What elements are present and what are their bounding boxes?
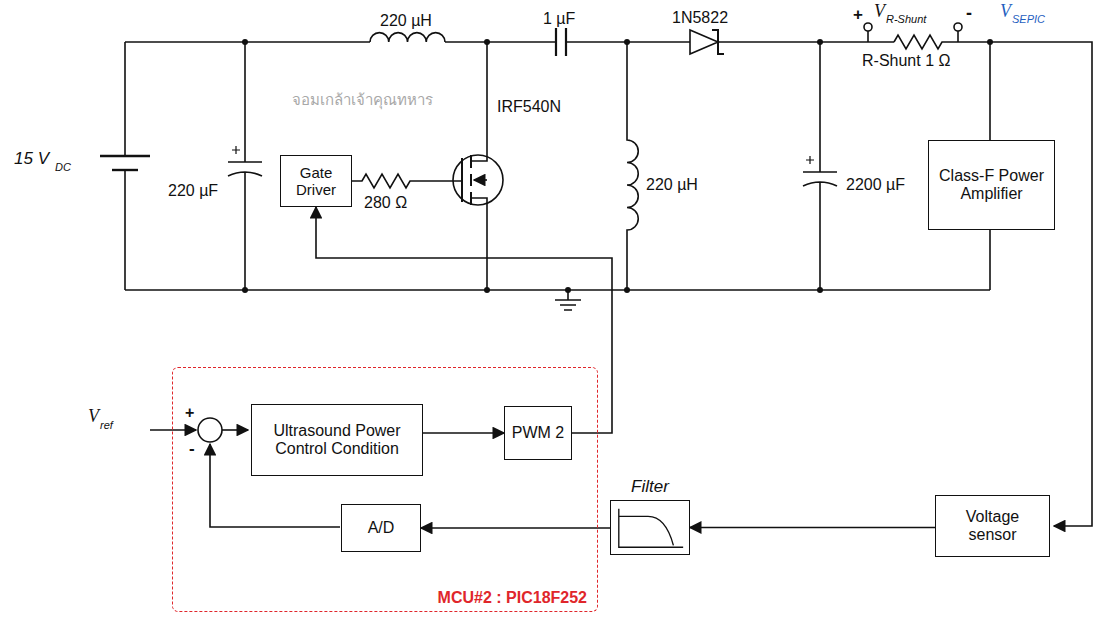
control-box: Ultrasound Power Control Condition: [251, 404, 423, 476]
mosfet-part: IRF540N: [497, 98, 561, 116]
capacitor-value: 220 µF: [168, 182, 218, 200]
polarity-sign: +: [853, 6, 863, 25]
amplifier-box: Class-F Power Amplifier: [928, 140, 1055, 230]
watermark: จอมเกล้าเจ้าคุณทหาร: [292, 92, 433, 109]
mcu-region: MCU#2 : PIC18F252 Ultrasound Power Contro…: [172, 367, 598, 612]
inductor-symbol: [627, 42, 638, 290]
node-text: Voltage sensor: [941, 508, 1044, 545]
node-text: Filter: [611, 477, 689, 497]
voltage-symbol: V: [1000, 2, 1011, 22]
signal-arrow: [423, 432, 504, 434]
voltage-symbol: V: [874, 2, 885, 22]
diode-part: 1N5822: [672, 9, 728, 27]
sum-sign: -: [189, 440, 195, 459]
capacitor-symbol: [228, 42, 262, 290]
node-text: Ultrasound Power Control Condition: [257, 422, 417, 459]
inductor-symbol: [370, 33, 445, 42]
polarity-sign: -: [966, 4, 972, 24]
reference-symbol: V: [88, 407, 99, 427]
source-voltage: 15 V: [14, 150, 49, 169]
sum-sign: +: [185, 404, 194, 422]
summing-junction: [198, 418, 222, 442]
node-text: A/D: [368, 519, 395, 537]
resistor-symbol: [352, 174, 462, 188]
voltage-subscript: DC: [55, 161, 71, 173]
voltage-subscript: SEPIC: [1012, 13, 1045, 25]
gate-driver-box: Gate Driver: [280, 155, 352, 207]
resistor-value: 280 Ω: [364, 194, 407, 212]
battery-symbol: [100, 155, 150, 157]
lowpass-curve: [611, 501, 689, 554]
inductor-value: 220 µH: [380, 12, 432, 30]
shunt-resistor-wire: [894, 35, 1092, 526]
resistor-value: R-Shunt 1 Ω: [862, 52, 950, 70]
voltage-subscript: ref: [100, 419, 113, 431]
mosfet-symbol: [471, 42, 487, 290]
signal-arrow: [316, 207, 612, 433]
capacitor-value: 2200 µF: [846, 176, 905, 194]
capacitor-symbol: [803, 42, 837, 290]
capacitor-symbol: [556, 28, 566, 56]
diode-symbol: [690, 30, 718, 54]
node-text: MCU#2 : PIC18F252: [438, 589, 587, 607]
signal-arrow: [690, 527, 935, 529]
pwm-box: PWM 2: [504, 406, 572, 460]
inductor-value: 220 µH: [646, 176, 698, 194]
filter-block: Filter: [610, 500, 690, 555]
voltage-subscript: R-Shunt: [886, 13, 926, 25]
adc-box: A/D: [341, 504, 421, 552]
capacitor-value: 1 µF: [543, 10, 575, 28]
sensor-box: Voltage sensor: [935, 495, 1050, 557]
signal-arrow: [421, 527, 610, 529]
node-text: Gate Driver: [286, 164, 346, 199]
node-text: PWM 2: [512, 424, 564, 442]
node-text: Class-F Power Amplifier: [934, 167, 1049, 204]
